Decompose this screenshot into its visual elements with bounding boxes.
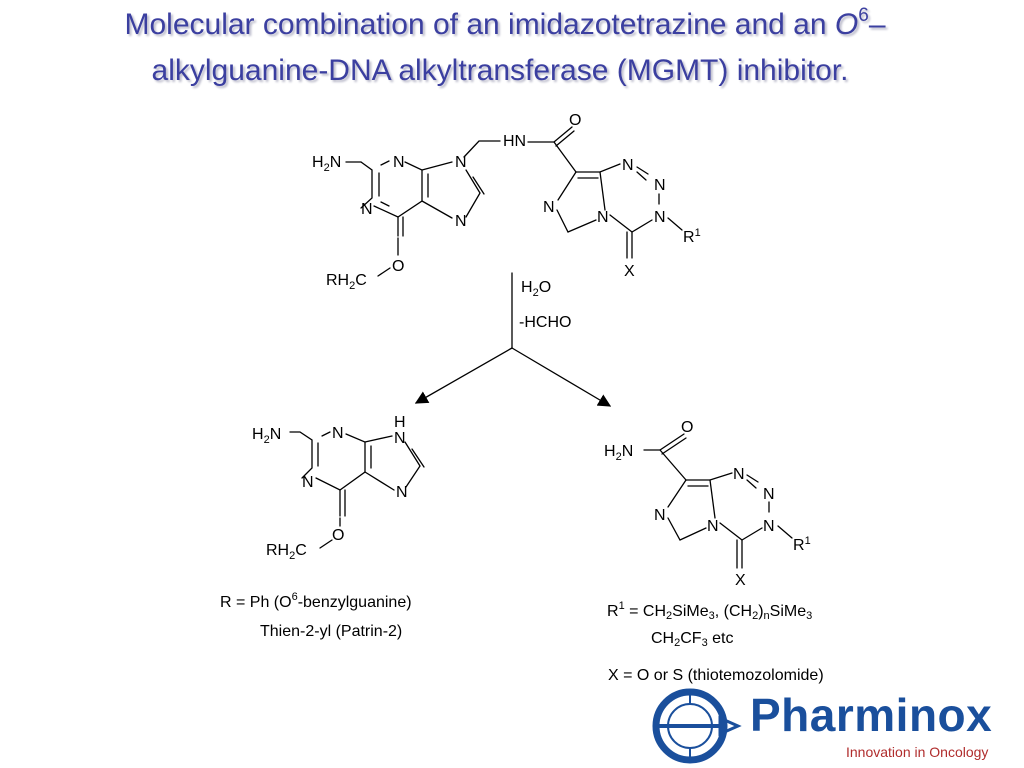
atom-label: O (392, 258, 404, 275)
atom-label: H2N (604, 443, 633, 463)
note-text: CF (680, 630, 702, 647)
reagent-formaldehyde: -HCHO (519, 314, 571, 331)
note-text: R (607, 603, 619, 620)
note-text: R = Ph (O (220, 594, 292, 611)
top-imidazotetrazine-structure: O N N N N N R1 X (527, 112, 701, 280)
atom-label: N (733, 466, 745, 483)
atom-label: H2N (312, 154, 341, 174)
atom-label: N (654, 177, 666, 194)
title-line-1: Molecular combination of an imidazotetra… (0, 2, 1024, 48)
atom-label: N (654, 507, 666, 524)
atom-label: N (332, 425, 344, 442)
atom-label: N (597, 209, 609, 226)
note-text: = CH (624, 603, 667, 620)
atom-label: N (622, 157, 634, 174)
atom-label: N (455, 154, 467, 171)
note-sup: 1 (618, 600, 625, 612)
atom-label: N (654, 209, 666, 226)
reaction-arrows: H2O -HCHO (414, 272, 612, 407)
note-sub: 3 (701, 637, 708, 649)
note-text: SiMe (672, 603, 709, 620)
logo-mark-icon (652, 688, 742, 764)
note-text: CH (651, 630, 675, 647)
product-imidazotetrazine-structure: H2N O N N N N N R1 X (604, 419, 811, 589)
title-line-2: alkylguanine-DNA alkyltransferase (MGMT)… (151, 54, 849, 87)
r1-definition-line-1: R1 = CH2SiMe3, (CH2)nSiMe3 (607, 601, 812, 623)
atom-label: N (455, 213, 467, 230)
atom-label: N (707, 518, 719, 535)
note-sub: 2 (674, 637, 681, 649)
atom-label: N (543, 199, 555, 216)
r1-definition-line-2: CH2CF3 etc (651, 628, 733, 650)
note-sub: 2 (666, 610, 673, 622)
title-dash: – (868, 8, 886, 41)
slide-title: Molecular combination of an imidazotetra… (0, 2, 1024, 94)
atom-label: O (569, 112, 581, 129)
note-text: -benzylguanine) (297, 594, 412, 611)
note-text: ) (758, 603, 764, 620)
x-definition: X = O or S (thiotemozolomide) (608, 667, 824, 684)
atom-label: N (361, 201, 373, 218)
logo-brand-name: Pharminox (750, 689, 993, 741)
note-text: , (CH (714, 603, 753, 620)
pharminox-logo: Pharminox Innovation in Oncology (650, 684, 1020, 768)
atom-label: N (302, 474, 314, 491)
title-superscript: 6 (858, 5, 869, 26)
atom-label: X (735, 572, 746, 589)
note-sup: 6 (291, 591, 298, 603)
top-guanine-structure: H2N N N N N O RH2C HN (312, 133, 526, 292)
title-text: Molecular combination of an imidazotetra… (124, 8, 835, 41)
logo-tagline: Innovation in Oncology (846, 744, 989, 760)
reagent-water: H2O (521, 279, 551, 299)
title-o6-italic: O (834, 8, 859, 41)
note-sub: 3 (708, 610, 715, 622)
atom-label: R1 (683, 227, 701, 246)
note-sub: n (763, 610, 770, 622)
note-sub: 2 (752, 610, 759, 622)
note-text: etc (707, 630, 734, 647)
atom-label: HN (503, 133, 526, 150)
atom-label: H2N (252, 426, 281, 446)
atom-label: H (394, 414, 406, 431)
atom-label: N (396, 484, 408, 501)
atom-label: N (763, 486, 775, 503)
r-definition-line-2: Thien-2-yl (Patrin-2) (260, 623, 403, 640)
r-definition-line-1: R = Ph (O6-benzylguanine) (220, 592, 412, 614)
atom-label: RH2C (326, 272, 367, 292)
product-guanine-structure: H2N N N H NH N N O RH2C (252, 414, 425, 562)
note-text: SiMe (769, 603, 807, 620)
atom-label: N (763, 518, 775, 535)
atom-label: O (681, 419, 693, 436)
atom-label: N (394, 430, 406, 447)
note-sub: 3 (806, 610, 813, 622)
atom-label: RH2C (266, 542, 307, 562)
atom-label: R1 (793, 535, 811, 554)
atom-label: O (332, 527, 344, 544)
atom-label: N (393, 154, 405, 171)
atom-label: X (624, 263, 635, 280)
